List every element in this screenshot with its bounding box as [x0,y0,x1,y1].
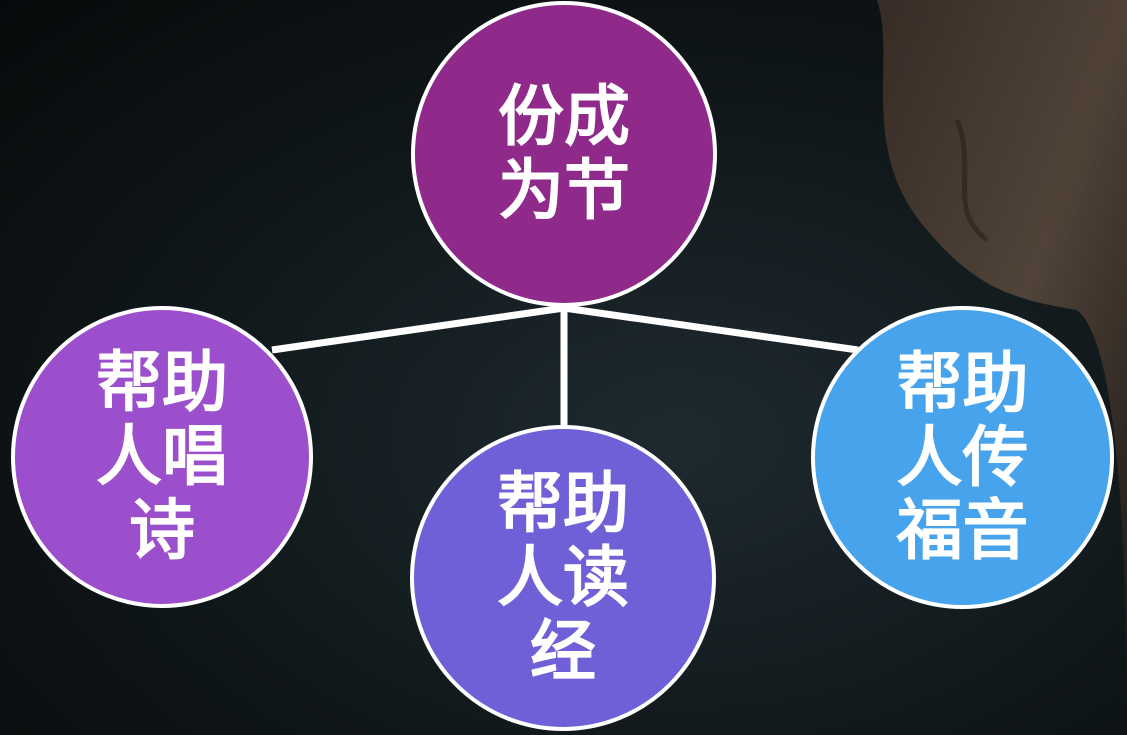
child-node-right-line-1: 帮助 [896,344,1029,422]
child-node-right-line-2: 人传 [896,418,1029,496]
child-node-middle: 帮助 人读 经 [410,425,716,731]
child-node-middle-line-3: 经 [530,612,596,690]
root-node-line-2: 为节 [498,152,630,229]
child-node-right-line-3: 福音 [896,492,1029,570]
connector-root-left [271,304,565,354]
child-node-left-label: 帮助 人唱 诗 [96,346,228,568]
child-node-left: 帮助 人唱 诗 [11,306,313,608]
root-node: 份成 为节 [411,1,717,307]
child-node-left-line-3: 诗 [129,491,195,569]
child-node-left-line-1: 帮助 [96,344,228,422]
child-node-middle-line-2: 人读 [497,539,629,617]
child-node-left-line-2: 人唱 [96,418,228,496]
root-node-label: 份成 为节 [498,80,630,228]
root-node-line-1: 份成 [498,78,630,156]
child-node-right: 帮助 人传 福音 [811,306,1114,609]
child-node-middle-label: 帮助 人读 经 [497,467,629,689]
child-node-right-label: 帮助 人传 福音 [896,344,1029,570]
connector-root-right [563,304,859,354]
child-node-middle-line-1: 帮助 [497,465,629,543]
